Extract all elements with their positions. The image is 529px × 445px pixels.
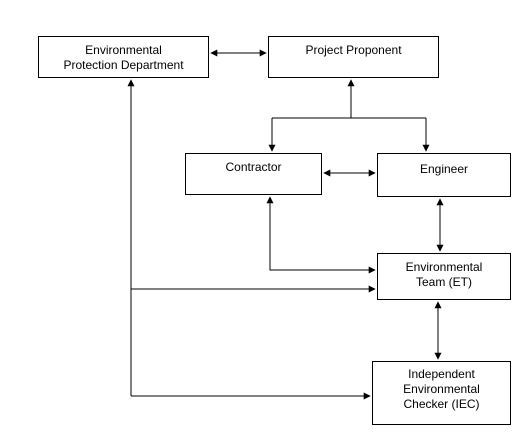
node-project-proponent: Project Proponent	[268, 36, 439, 78]
node-contractor-label: Contractor	[225, 160, 282, 174]
node-environmental-team: Environmental Team (ET)	[377, 253, 511, 300]
node-iec-label: Independent Environmental Checker (IEC)	[403, 367, 480, 411]
node-environmental-team-label: Environmental Team (ET)	[405, 260, 483, 289]
node-engineer: Engineer	[377, 153, 511, 197]
node-epd-label: Environmental Protection Department	[63, 43, 184, 72]
connector-contractor-et	[266, 196, 376, 274]
node-engineer-label: Engineer	[419, 162, 469, 176]
node-project-proponent-label: Project Proponent	[305, 43, 402, 57]
node-epd: Environmental Protection Department	[38, 36, 209, 78]
node-contractor: Contractor	[185, 153, 322, 195]
node-iec: Independent Environmental Checker (IEC)	[372, 361, 511, 425]
